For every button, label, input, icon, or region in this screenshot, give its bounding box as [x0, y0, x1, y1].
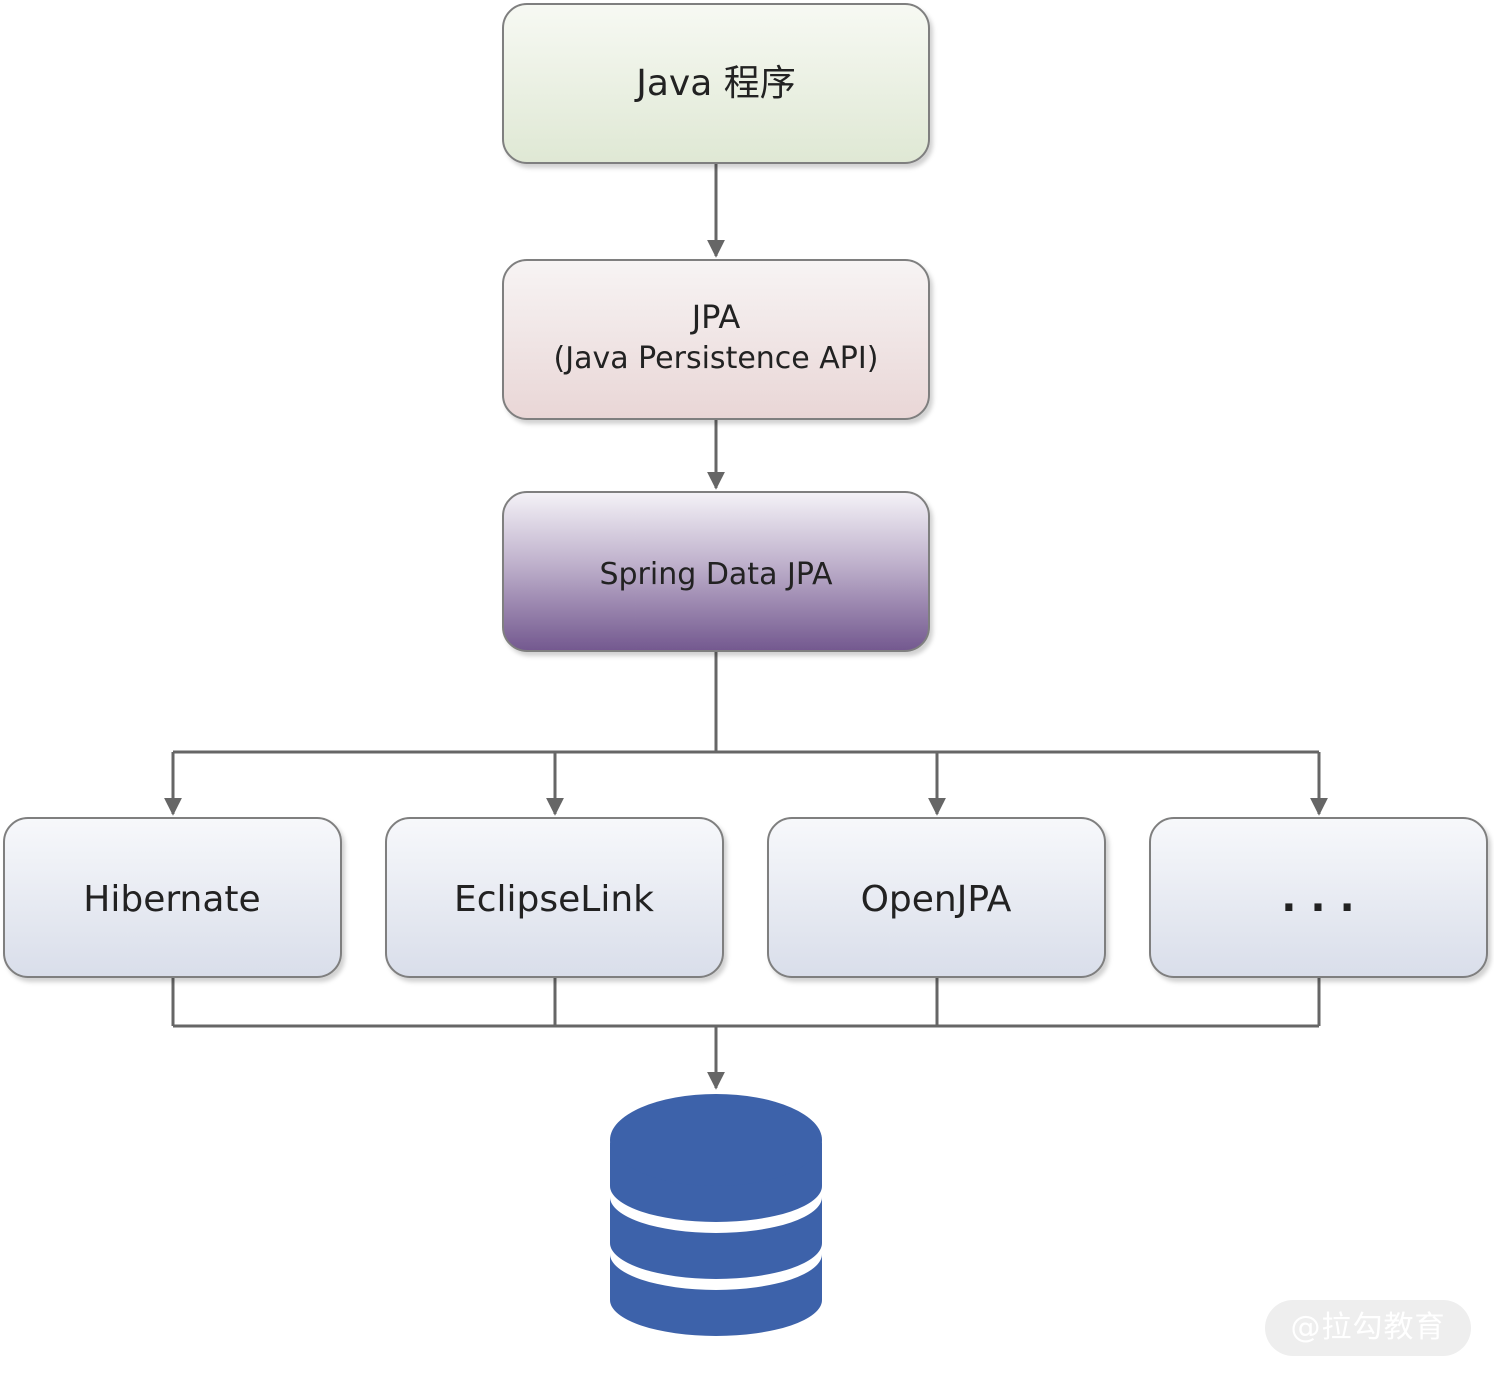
- jpa-subtitle: (Java Persistence API): [554, 341, 879, 376]
- jpa-label: JPA: [690, 298, 741, 336]
- database-icon: [610, 1094, 822, 1336]
- watermark: @拉勾教育: [1265, 1300, 1471, 1356]
- eclipselink-label: EclipseLink: [454, 879, 654, 920]
- hibernate-label: Hibernate: [83, 879, 260, 920]
- more-implementations-node: . . .: [1149, 817, 1488, 978]
- spring-data-jpa-label: Spring Data JPA: [599, 557, 833, 592]
- java-program-node: Java 程序: [502, 3, 930, 164]
- connectors: [164, 163, 1328, 1090]
- spring-data-jpa-node: Spring Data JPA: [502, 491, 930, 652]
- jpa-node: JPA (Java Persistence API): [502, 259, 930, 420]
- openjpa-label: OpenJPA: [861, 879, 1012, 920]
- java-program-label: Java 程序: [634, 63, 796, 104]
- hibernate-node: Hibernate: [3, 817, 342, 978]
- more-implementations-label: . . .: [1281, 875, 1354, 921]
- eclipselink-node: EclipseLink: [385, 817, 724, 978]
- openjpa-node: OpenJPA: [767, 817, 1106, 978]
